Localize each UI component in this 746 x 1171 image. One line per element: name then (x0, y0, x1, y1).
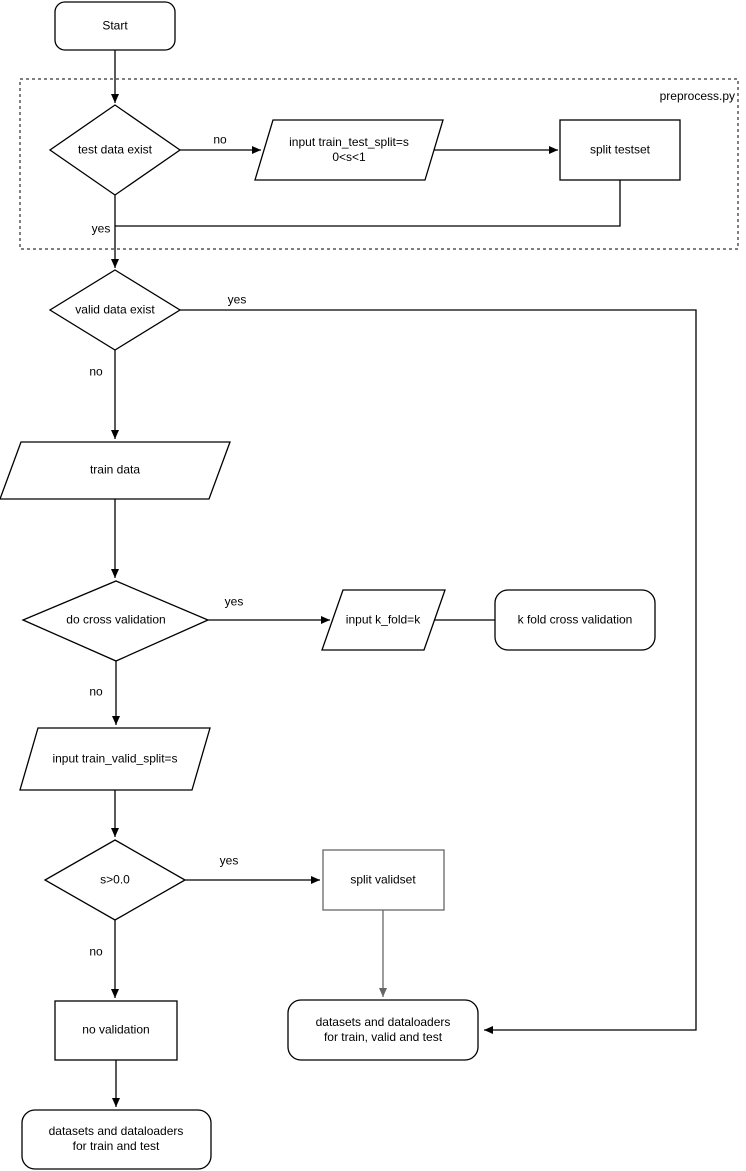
edge-label-test-data-yes: yes (91, 221, 111, 236)
input-train-test-split-line2: 0<s<1 (332, 150, 366, 164)
no-validation-rect (54, 1000, 178, 1061)
k-fold-cross-validation-label: k fold cross validation (517, 612, 633, 627)
edge-label-s-yes: yes (219, 853, 239, 868)
datasets-train-valid-test-line1: datasets and dataloaders (315, 1015, 451, 1029)
start-label: Start (102, 18, 128, 33)
datasets-train-test-line2: for train and test (72, 1139, 160, 1153)
input-k-fold-parallelogram (321, 589, 446, 651)
edge-label-test-data-no: no (213, 132, 227, 147)
no-validation-label: no validation (82, 1022, 150, 1037)
split-validset-rect (322, 849, 445, 911)
edge-label-valid-data-yes: yes (227, 292, 247, 307)
edge-split-testset-return (115, 180, 621, 227)
edge-label-valid-data-no: no (89, 364, 103, 379)
valid-data-exist-label: valid data exist (75, 302, 155, 317)
train-data-parallelogram (0, 441, 231, 500)
s-gt-zero-label: s>0.0 (100, 872, 130, 887)
edge-label-cross-validation-no: no (89, 684, 103, 699)
do-cross-validation-label: do cross validation (66, 612, 166, 627)
edge-label-s-no: no (89, 944, 103, 959)
train-data-label: train data (89, 462, 141, 477)
split-validset-label: split validset (350, 872, 416, 887)
split-testset-label: split testset (589, 142, 651, 157)
input-train-test-split-parallelogram (254, 119, 444, 181)
preprocess-group-title: preprocess.py (659, 89, 735, 103)
input-train-test-split-label: input train_test_split=s 0<s<1 (289, 135, 409, 165)
datasets-train-test-line1: datasets and dataloaders (48, 1124, 184, 1138)
datasets-train-test-label: datasets and dataloaders for train and t… (49, 1124, 184, 1154)
test-data-exist-label: test data exist (77, 142, 153, 157)
datasets-train-valid-test-shape (287, 999, 479, 1061)
datasets-train-test-shape (21, 1109, 212, 1170)
input-train-valid-split-parallelogram (19, 727, 211, 791)
input-train-test-split-line1: input train_test_split=s (289, 135, 409, 149)
datasets-train-valid-test-line2: for train, valid and test (323, 1030, 443, 1044)
input-train-valid-split-label: input train_valid_split=s (52, 751, 178, 766)
input-k-fold-label: input k_fold=k (345, 612, 421, 627)
datasets-train-valid-test-label: datasets and dataloaders for train, vali… (316, 1015, 451, 1045)
edge-label-cross-validation-yes: yes (224, 594, 244, 609)
edge-valid-data-yes (180, 309, 697, 1034)
